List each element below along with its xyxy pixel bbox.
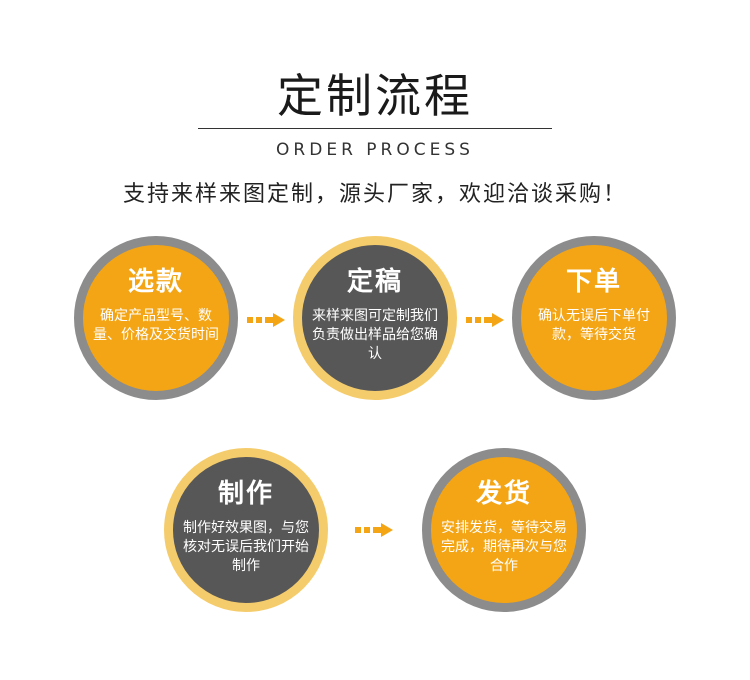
step-description: 制作好效果图，与您核对无误后我们开始制作 [183, 520, 309, 574]
arrow-right-icon [247, 313, 287, 327]
tagline: 支持来样来图定制，源头厂家，欢迎洽谈采购！ [122, 182, 627, 207]
page-subtitle: ORDER PROCESS [276, 140, 474, 160]
step-description: 确认无误后下单付款，等待交货 [538, 308, 650, 343]
step-description: 确定产品型号、数量、价格及交货时间 [93, 308, 219, 343]
step-title: 制作 [217, 479, 274, 509]
arrow-right-icon [466, 313, 506, 327]
step-title: 定稿 [346, 267, 403, 297]
title-divider [198, 128, 552, 129]
step-description: 安排发货，等待交易完成，期待再次与您合作 [441, 520, 567, 574]
step-title: 下单 [565, 267, 622, 297]
step-select-style: 选款 确定产品型号、数量、价格及交货时间 [74, 236, 238, 400]
step-place-order: 下单 确认无误后下单付款，等待交货 [512, 236, 676, 400]
step-shipping: 发货 安排发货，等待交易完成，期待再次与您合作 [422, 448, 586, 612]
step-production: 制作 制作好效果图，与您核对无误后我们开始制作 [164, 448, 328, 612]
step-description: 来样来图可定制我们负责做出样品给您确认 [312, 308, 438, 362]
step-title: 发货 [475, 479, 532, 509]
step-title: 选款 [127, 267, 184, 297]
arrow-right-icon [355, 523, 395, 537]
step-finalize-design: 定稿 来样来图可定制我们负责做出样品给您确认 [293, 236, 457, 400]
page-title: 定制流程 [277, 69, 473, 123]
